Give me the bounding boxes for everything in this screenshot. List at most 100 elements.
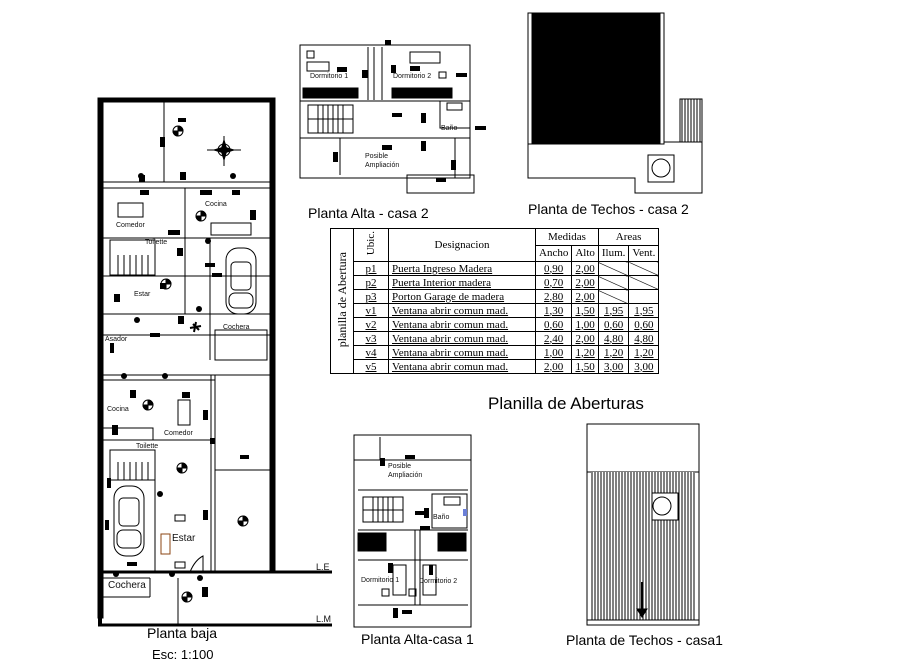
cell-ancho: 2,00 bbox=[534, 359, 573, 374]
cell-ilum: 1,95 bbox=[597, 303, 630, 318]
cell-designacion: Puerta Ingreso Madera bbox=[388, 261, 536, 276]
table-row: v5 Ventana abrir comun mad. 2,00 1,50 3,… bbox=[331, 359, 660, 374]
room-label-asador: Asador bbox=[105, 336, 128, 343]
title-planta-alta-casa2: Planta Alta - casa 2 bbox=[308, 205, 429, 221]
cell-alto: 1,50 bbox=[571, 359, 599, 374]
cell-ubic: p2 bbox=[353, 275, 389, 290]
room-label-toilette: Toilette bbox=[145, 239, 168, 246]
cell-alto: 1,50 bbox=[571, 303, 599, 318]
cell-designacion: Ventana abrir comun mad. bbox=[388, 359, 536, 374]
cell-ancho: 1,00 bbox=[534, 345, 573, 360]
cell-ubic: v5 bbox=[353, 359, 389, 374]
cell-vent: 1,95 bbox=[628, 303, 660, 318]
cell-vent bbox=[628, 289, 660, 304]
cell-ancho: 0,70 bbox=[534, 275, 573, 290]
cell-alto: 2,00 bbox=[571, 289, 599, 304]
cell-ubic: v4 bbox=[353, 345, 389, 360]
room-label-comedor: Comedor bbox=[116, 222, 145, 229]
title-planta-alta-casa1: Planta Alta-casa 1 bbox=[361, 631, 474, 647]
cell-designacion: Puerta Interior madera bbox=[388, 275, 536, 290]
room-label-toilette: Toilette bbox=[136, 443, 159, 450]
room-label-cochera: Cochera bbox=[108, 580, 146, 591]
room-label-dormitorio-1: Dormitorio 1 bbox=[361, 577, 400, 584]
table-row: v4 Ventana abrir comun mad. 1,00 1,20 1,… bbox=[331, 345, 660, 360]
compass-rose-icon bbox=[207, 136, 241, 166]
cell-ubic: v2 bbox=[353, 317, 389, 332]
room-label-comedor: Comedor bbox=[164, 430, 193, 437]
openings-schedule-table: planilla de Abertura Ubic. Designacion M… bbox=[330, 228, 660, 374]
planta-techos-casa2-plan bbox=[527, 12, 703, 194]
title-planta-baja: Planta baja bbox=[147, 625, 218, 641]
table-row: p3 Porton Garage de madera 2,80 2,00 bbox=[331, 289, 660, 304]
cell-ilum: 0,60 bbox=[597, 317, 630, 332]
room-label-bano: Baño bbox=[433, 514, 450, 521]
room-label-bano: Baño bbox=[441, 125, 458, 132]
cell-ancho: 1,30 bbox=[534, 303, 573, 318]
car-icon bbox=[225, 247, 257, 315]
cell-ilum: 3,00 bbox=[597, 359, 630, 374]
room-label-dormitorio-2: Dormitorio 2 bbox=[419, 578, 458, 585]
scale-label: Esc: 1:100 bbox=[152, 647, 214, 662]
side-label: planilla de Abertura bbox=[335, 251, 349, 348]
cell-ubic: p1 bbox=[353, 261, 389, 276]
table-row: p1 Puerta Ingreso Madera 0,90 2,00 bbox=[331, 261, 660, 276]
room-label-estar: Estar bbox=[134, 291, 151, 298]
table-row: v2 Ventana abrir comun mad. 0,60 1,00 0,… bbox=[331, 317, 660, 332]
table-subheader-row: Ancho Alto Ilum. Vent. bbox=[331, 244, 660, 262]
table-row: v3 Ventana abrir comun mad. 2,40 2,00 4,… bbox=[331, 331, 660, 346]
cell-alto: 1,00 bbox=[571, 317, 599, 332]
planta-baja-plan bbox=[97, 97, 332, 627]
cell-ilum: 4,80 bbox=[597, 331, 630, 346]
room-label-posible: Posible bbox=[365, 153, 388, 160]
light-fixture-icon bbox=[142, 125, 249, 603]
room-label-dormitorio-1: Dormitorio 1 bbox=[310, 73, 349, 80]
cell-vent bbox=[628, 261, 660, 276]
cell-vent: 0,60 bbox=[628, 317, 660, 332]
room-label-ampliacion: Ampliación bbox=[388, 472, 423, 479]
cell-alto: 2,00 bbox=[571, 275, 599, 290]
cell-ubic: v3 bbox=[353, 331, 389, 346]
cell-vent: 3,00 bbox=[628, 359, 660, 374]
cell-ubic: p3 bbox=[353, 289, 389, 304]
room-label-cochera: Cochera bbox=[223, 324, 250, 331]
header-ilum: Ilum. bbox=[597, 244, 630, 262]
planta-techos-casa1-plan bbox=[586, 423, 700, 626]
room-label-cocina: Cocina bbox=[107, 406, 129, 413]
side-label-cell: planilla de Abertura bbox=[330, 228, 354, 374]
title-planilla-aberturas: Planilla de Aberturas bbox=[488, 394, 644, 413]
cell-designacion: Ventana abrir comun mad. bbox=[388, 303, 536, 318]
cell-designacion: Ventana abrir comun mad. bbox=[388, 331, 536, 346]
cell-vent: 1,20 bbox=[628, 345, 660, 360]
header-designacion: Designacion bbox=[388, 228, 536, 262]
cell-vent: 4,80 bbox=[628, 331, 660, 346]
cell-ilum: 1,20 bbox=[597, 345, 630, 360]
table-row: v1 Ventana abrir comun mad. 1,30 1,50 1,… bbox=[331, 303, 660, 318]
cell-ancho: 2,80 bbox=[534, 289, 573, 304]
car-icon bbox=[113, 485, 145, 557]
header-ubic: Ubic. bbox=[353, 228, 389, 262]
header-medidas: Medidas bbox=[535, 228, 599, 246]
planta-alta-casa1-plan bbox=[353, 434, 472, 628]
room-label-ampliacion: Ampliación bbox=[365, 162, 400, 169]
cell-ancho: 0,90 bbox=[534, 261, 573, 276]
header-alto: Alto bbox=[571, 244, 599, 262]
cell-ilum bbox=[597, 275, 630, 290]
room-label-cocina: Cocina bbox=[205, 201, 227, 208]
line-label-lm: L.M bbox=[316, 614, 332, 624]
title-planta-techos-casa1: Planta de Techos - casa1 bbox=[566, 632, 723, 648]
cell-vent bbox=[628, 275, 660, 290]
room-label-posible: Posible bbox=[388, 463, 411, 470]
header-vent: Vent. bbox=[628, 244, 660, 262]
cell-alto: 2,00 bbox=[571, 331, 599, 346]
cell-designacion: Ventana abrir comun mad. bbox=[388, 317, 536, 332]
cell-ilum bbox=[597, 289, 630, 304]
cell-designacion: Ventana abrir comun mad. bbox=[388, 345, 536, 360]
cell-designacion: Porton Garage de madera bbox=[388, 289, 536, 304]
planta-alta-casa2-plan bbox=[299, 40, 486, 194]
room-label-estar: Estar bbox=[172, 533, 196, 544]
cell-alto: 2,00 bbox=[571, 261, 599, 276]
table-row: p2 Puerta Interior madera 0,70 2,00 bbox=[331, 275, 660, 290]
cell-ancho: 2,40 bbox=[534, 331, 573, 346]
header-areas: Areas bbox=[597, 228, 660, 246]
